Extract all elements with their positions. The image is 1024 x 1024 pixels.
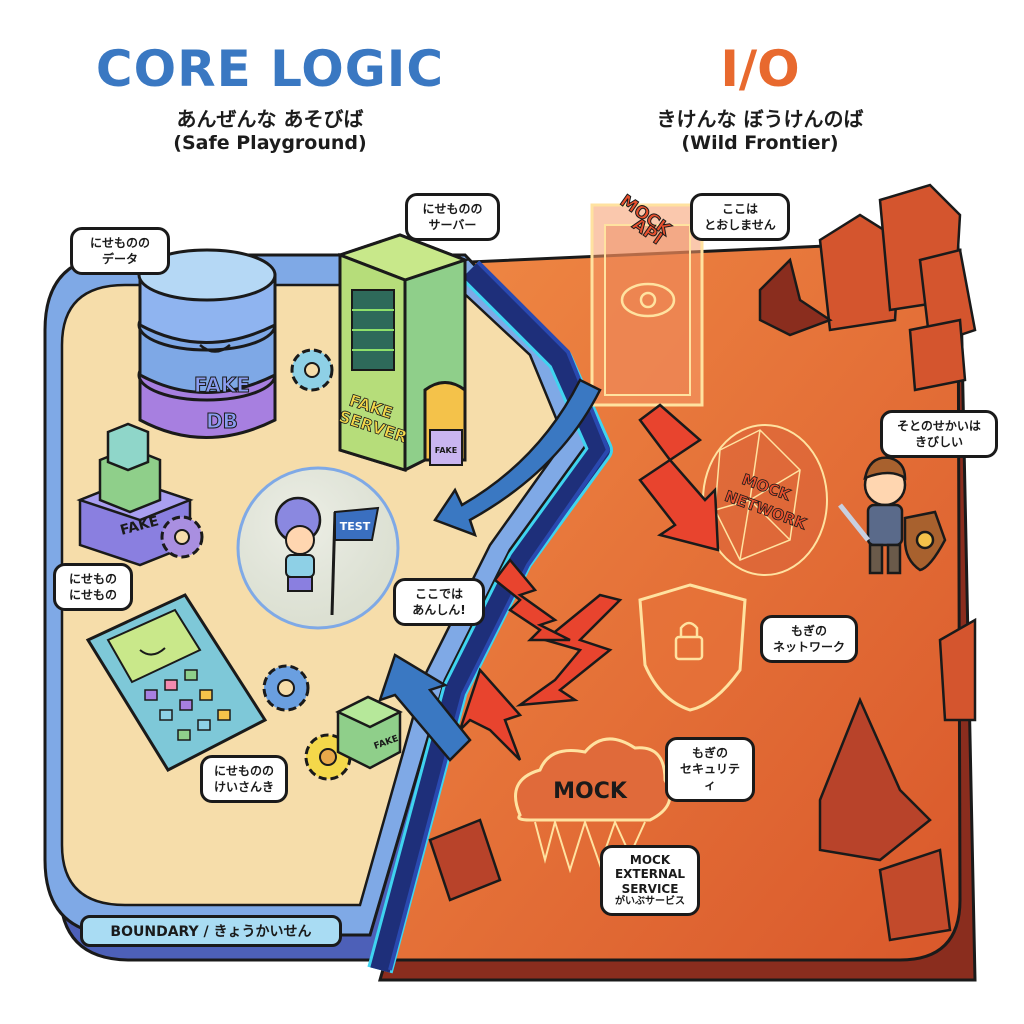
bubble-mock-network-line2: ネットワーク xyxy=(772,640,845,655)
inbound-arrows xyxy=(378,378,602,762)
mock-external-cloud: MOCK xyxy=(514,737,672,874)
gear-icon-blue-bottom xyxy=(262,664,310,712)
io-title: I/O xyxy=(720,40,800,98)
eye-icon xyxy=(620,282,676,318)
bubble-mock-security-line2: セキュリティ xyxy=(679,762,740,793)
bubble-fake-calculator: にせものの けいさんき xyxy=(200,755,288,804)
io-subtitle-en: (Wild Frontier) xyxy=(681,132,839,154)
fake-db: FAKE DB xyxy=(137,248,277,439)
test-bubble-shield: TEST xyxy=(236,466,400,630)
bubble-mock-external-service: MOCK EXTERNAL SERVICE がいぶサービス xyxy=(600,845,700,917)
core-logic-title: CORE LOGIC xyxy=(95,40,445,98)
sword-icon xyxy=(838,503,870,542)
bubble-fake-server-line2: サーバー xyxy=(428,218,477,233)
bubble-mock-external-line1: MOCK xyxy=(629,853,671,867)
fake-calculator xyxy=(85,593,268,772)
bubble-outside-harsh-line2: きびしい xyxy=(914,435,963,450)
warrior-character xyxy=(838,456,947,575)
lock-icon xyxy=(674,635,704,661)
bubble-safe-here: ここでは あんしん! xyxy=(393,578,485,627)
bubble-mock-security: もぎの セキュリティ xyxy=(665,737,755,802)
test-flag xyxy=(334,506,380,541)
boundary-label: BOUNDARY / きょうかいせん xyxy=(80,915,342,947)
bubble-outside-harsh: そとのせかいは きびしい xyxy=(880,410,998,459)
bubble-fake-fake: にせもの にせもの xyxy=(53,563,133,612)
blocked-arrows xyxy=(458,403,720,761)
gear-icon-purple xyxy=(160,515,204,559)
bubble-mock-security-line1: もぎの xyxy=(691,746,728,760)
bubble-no-passage-line2: とおしません xyxy=(704,218,776,233)
fake-db-line2: DB xyxy=(206,409,238,433)
mock-cloud-label: MOCK xyxy=(553,779,628,804)
bubble-fake-data-line1: にせものの xyxy=(89,236,150,250)
bubble-safe-here-line1: ここでは xyxy=(414,587,463,601)
mock-api-gate: MOCK API xyxy=(590,191,704,407)
bubble-fake-calculator-line2: けいさんき xyxy=(213,780,274,795)
bubble-fake-fake-line1: にせもの xyxy=(68,572,117,586)
io-subtitle-jp: きけんな ぼうけんのば xyxy=(656,107,864,131)
bubble-mock-external-line3: SERVICE xyxy=(621,881,679,896)
bubble-mock-network-line1: もぎの xyxy=(790,624,827,638)
mock-security-shield xyxy=(638,583,747,712)
bubble-no-passage: ここは とおしません xyxy=(690,193,790,242)
bubble-no-passage-line1: ここは xyxy=(721,202,758,216)
bubble-fake-calculator-line1: にせものの xyxy=(213,764,274,778)
fake-db-line1: FAKE xyxy=(194,373,250,397)
bubble-outside-harsh-line1: そとのせかいは xyxy=(897,419,981,433)
bubble-mock-external-line4: がいぶサービス xyxy=(615,896,685,908)
bubble-mock-external-line2: EXTERNAL xyxy=(614,867,686,882)
fake-small-box-label: FAKE xyxy=(435,446,457,455)
bubble-fake-server: にせものの サーバー xyxy=(405,193,500,242)
core-logic-subtitle-jp: あんぜんな あそびば xyxy=(176,107,364,131)
bubble-fake-data-line2: データ xyxy=(101,252,138,267)
core-logic-subtitle-en: (Safe Playground) xyxy=(173,132,367,154)
fake-cube: FAKE xyxy=(335,695,403,770)
bubble-safe-here-line2: あんしん! xyxy=(412,603,466,618)
test-flag-label: TEST xyxy=(340,520,371,533)
rock-formations xyxy=(428,183,977,942)
bubble-fake-server-line1: にせものの xyxy=(422,202,483,216)
bubble-mock-network: もぎの ネットワーク xyxy=(760,615,858,664)
fake-server: FAKE SERVER FAKE xyxy=(335,233,470,473)
bubble-fake-fake-line2: にせもの xyxy=(68,588,117,603)
gear-icon-blue-top xyxy=(290,348,334,392)
bubble-fake-data: にせものの データ xyxy=(70,227,170,276)
mock-network-globe: MOCK NETWORK xyxy=(702,424,828,576)
